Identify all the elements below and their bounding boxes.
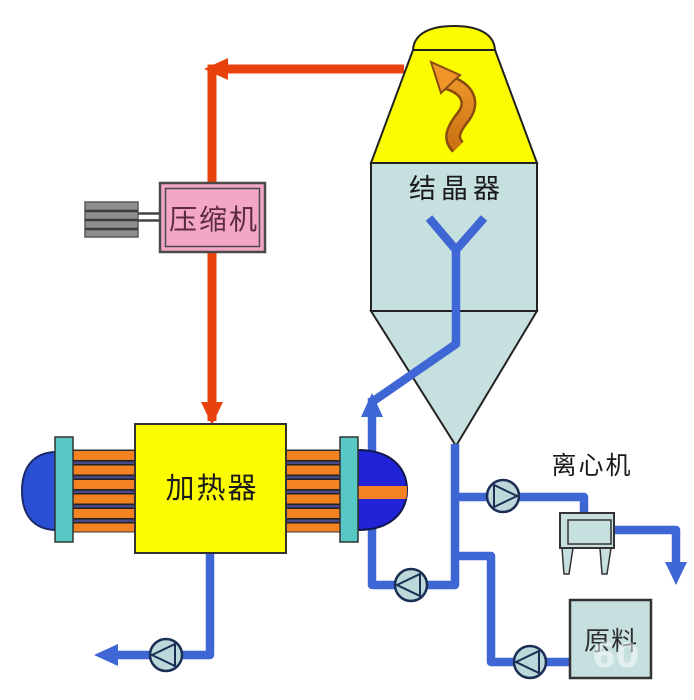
circulation-pump-icon [393,567,429,603]
compressor-label: 压缩机 [169,204,259,236]
centrifuge-leg-right [599,547,612,575]
raw-material-pump-icon [512,644,548,680]
centrifuge-outlet-pipe [610,525,681,566]
tube-sheet-left [54,436,74,543]
cold-arrow-left-icon [94,644,118,666]
centrifuge-leg-left [561,547,574,575]
cold-arrow-down-icon [665,562,687,585]
centrifuge-feed-pump-icon [485,478,521,514]
heater-shell [134,423,287,554]
heater-label: 加热器 [165,472,258,505]
hot-arrow-down-icon [201,402,223,425]
tube-bundle-left [71,449,137,533]
tube-sheet-right [339,436,359,543]
cold-arrow-up-icon [361,393,383,417]
motor-shaft [138,212,161,222]
raw-material-box [568,598,653,680]
tube-bundle-right [285,449,342,533]
centrifuge-body [559,512,615,549]
heater-left-head [20,450,58,532]
compressor [84,181,267,254]
crystallizer-dome [411,24,497,51]
centrifuge-label: 离心机 [551,452,632,480]
crystallizer-label: 结晶器 [409,174,505,204]
watermark: 60 [592,636,663,676]
pumps [148,478,548,680]
centrifuge-body-inner [567,519,612,545]
compressor-box-inner-border [164,187,261,248]
svg-text:60: 60 [592,636,639,676]
heater-drain-pipe [112,551,215,660]
heater-drain-pump-icon [148,637,184,673]
raw-material-feed-pipe [455,551,572,667]
heater-right-head-stripe [358,486,407,499]
hot-vapor-arrows [201,58,228,425]
motor-icon [84,201,161,238]
crystallizer-riser-pipe [369,250,461,406]
compressor-box [158,181,267,254]
distributor-y-pipe [425,215,488,255]
centrifuge [559,512,615,575]
agitator-icon [429,60,477,153]
hot-arrow-left-icon [204,58,228,80]
raw-material-label: 原料 [584,627,638,656]
heater [20,423,409,554]
cold-pipe-arrows [94,393,687,666]
